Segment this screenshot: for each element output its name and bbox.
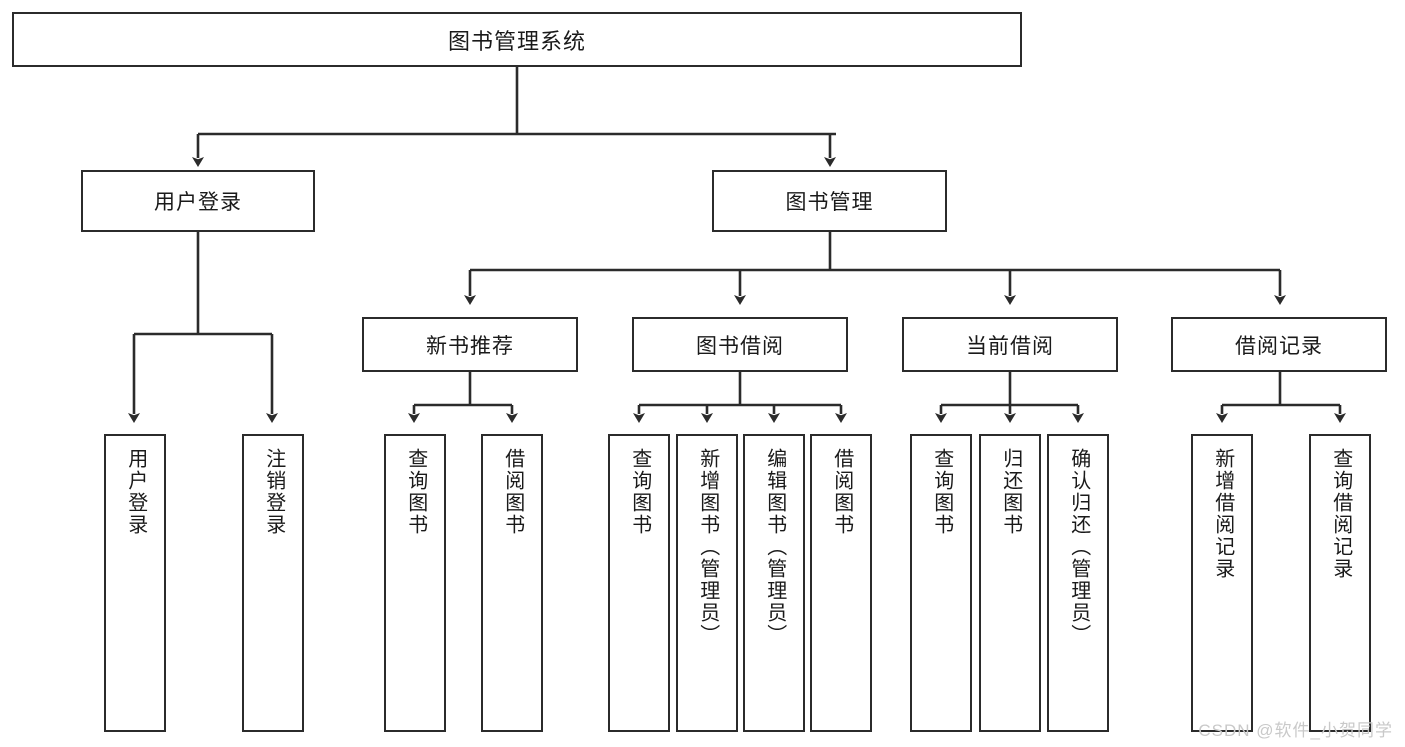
leaf-current-borrow-confirm-return[interactable]: 确认归还（管理员） xyxy=(1047,434,1109,732)
node-label: 用户登录 xyxy=(154,191,242,214)
node-label: 查询图书 xyxy=(404,448,427,536)
node-label: 借阅图书 xyxy=(830,448,853,536)
node-label: 查询借阅记录 xyxy=(1329,448,1352,580)
node-label: 用户登录 xyxy=(124,448,147,536)
node-borrow-record[interactable]: 借阅记录 xyxy=(1171,317,1387,372)
node-label: 借阅记录 xyxy=(1235,334,1323,358)
node-label: 确认归还（管理员） xyxy=(1067,448,1090,646)
leaf-book-borrow-add[interactable]: 新增图书（管理员） xyxy=(676,434,738,732)
leaf-current-borrow-return[interactable]: 归还图书 xyxy=(979,434,1041,732)
watermark: CSDN @软件_小贺同学 xyxy=(1198,721,1393,740)
leaf-borrow-record-add[interactable]: 新增借阅记录 xyxy=(1191,434,1253,732)
node-label: 新增图书（管理员） xyxy=(696,448,719,646)
node-new-book-recommend[interactable]: 新书推荐 xyxy=(362,317,578,372)
node-label: 查询图书 xyxy=(628,448,651,536)
leaf-user-login-login[interactable]: 用户登录 xyxy=(104,434,166,732)
leaf-current-borrow-query[interactable]: 查询图书 xyxy=(910,434,972,732)
node-label: 图书管理 xyxy=(785,191,874,214)
leaf-book-borrow-edit[interactable]: 编辑图书（管理员） xyxy=(743,434,805,732)
node-label: 当前借阅 xyxy=(966,334,1054,358)
node-label: 图书借阅 xyxy=(696,334,784,358)
leaf-book-borrow-borrow[interactable]: 借阅图书 xyxy=(810,434,872,732)
node-label: 注销登录 xyxy=(262,448,285,536)
node-label: 新书推荐 xyxy=(426,334,514,358)
leaf-new-book-query[interactable]: 查询图书 xyxy=(384,434,446,732)
leaf-book-borrow-query[interactable]: 查询图书 xyxy=(608,434,670,732)
node-label: 新增借阅记录 xyxy=(1211,448,1234,580)
node-root-system[interactable]: 图书管理系统 xyxy=(12,12,1022,67)
node-current-borrow[interactable]: 当前借阅 xyxy=(902,317,1118,372)
node-label: 图书管理系统 xyxy=(447,28,586,54)
node-book-management[interactable]: 图书管理 xyxy=(712,170,947,232)
node-label: 查询图书 xyxy=(930,448,953,536)
node-label: 归还图书 xyxy=(999,448,1022,536)
leaf-new-book-borrow[interactable]: 借阅图书 xyxy=(481,434,543,732)
node-label: 借阅图书 xyxy=(501,448,524,536)
leaf-user-login-logout[interactable]: 注销登录 xyxy=(242,434,304,732)
node-label: 编辑图书（管理员） xyxy=(763,448,786,646)
node-user-login[interactable]: 用户登录 xyxy=(81,170,315,232)
node-book-borrow[interactable]: 图书借阅 xyxy=(632,317,848,372)
leaf-borrow-record-query[interactable]: 查询借阅记录 xyxy=(1309,434,1371,732)
